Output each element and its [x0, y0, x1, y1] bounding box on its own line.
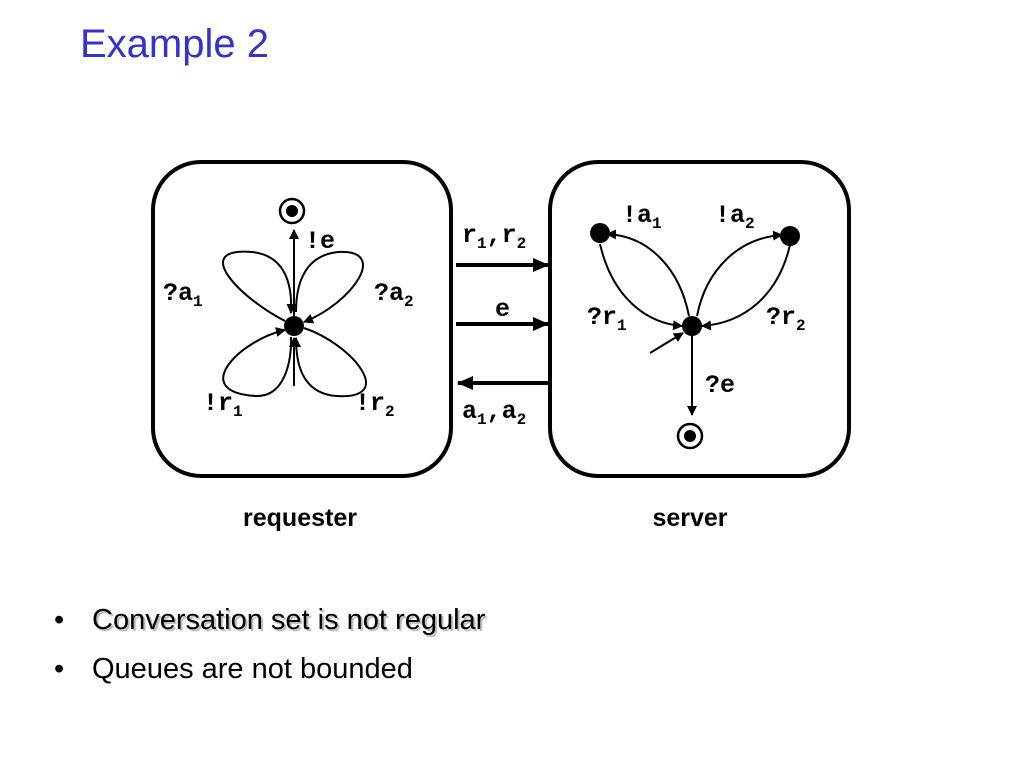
channels: r1,r2 e a1,a2: [456, 221, 549, 429]
server-caption: server: [652, 504, 728, 532]
bullet-text: Conversation set is not regular: [92, 604, 486, 636]
server-label-recv-r2: ?r2: [766, 303, 806, 335]
server-automaton: !a1 !a2 ?r1 ?r2 ?e: [587, 201, 806, 450]
server-edge-send-a2: [696, 230, 783, 317]
channel-label-bottom: a1,a2: [462, 397, 526, 429]
requester-box: [151, 160, 453, 478]
bullet-item: • Conversation set is not regular: [54, 596, 485, 645]
server-edge-send-a1: [606, 229, 690, 317]
bullet-dot: •: [54, 604, 65, 636]
requester-label-send-r1: !r1: [203, 389, 243, 421]
requester-label-recv-a2: ?a2: [374, 279, 414, 311]
requester-caption: requester: [243, 504, 357, 532]
channel-label-top: r1,r2: [462, 221, 526, 253]
server-state-left: [590, 223, 610, 243]
server-state-right: [780, 226, 800, 246]
bullet-item: • Queues are not bounded: [54, 645, 485, 694]
server-edge-recv-r2: [701, 244, 791, 331]
bullet-text: Queues are not bounded: [92, 653, 413, 685]
requester-automaton: !e ?a1 ?a2 !r1 !r2: [163, 197, 414, 421]
requester-label-send-e: !e: [305, 227, 335, 256]
requester-label-send-r2: !r2: [355, 389, 395, 421]
server-box: [548, 160, 851, 478]
requester-loop-recv-a2: [295, 250, 364, 324]
requester-loop-send-r2: [291, 327, 367, 398]
server-label-send-a1: !a1: [622, 201, 662, 233]
server-label-recv-e: ?e: [705, 371, 735, 400]
server-edge-recv-r1: [599, 243, 683, 331]
bullet-list: • Conversation set is not regular • Queu…: [54, 596, 485, 694]
requester-loop-recv-a1: [222, 250, 297, 322]
server-state-center: [682, 316, 702, 336]
channel-label-middle: e: [495, 295, 510, 324]
bullet-dot: •: [54, 653, 65, 685]
requester-label-recv-a1: ?a1: [163, 279, 203, 311]
server-initial-arrow: [649, 332, 684, 354]
server-label-recv-r1: ?r1: [587, 303, 627, 335]
slide-title: Example 2: [80, 22, 269, 66]
requester-state: [284, 316, 304, 336]
server-label-send-a2: !a2: [715, 201, 755, 233]
requester-loop-send-r1: [222, 327, 293, 398]
